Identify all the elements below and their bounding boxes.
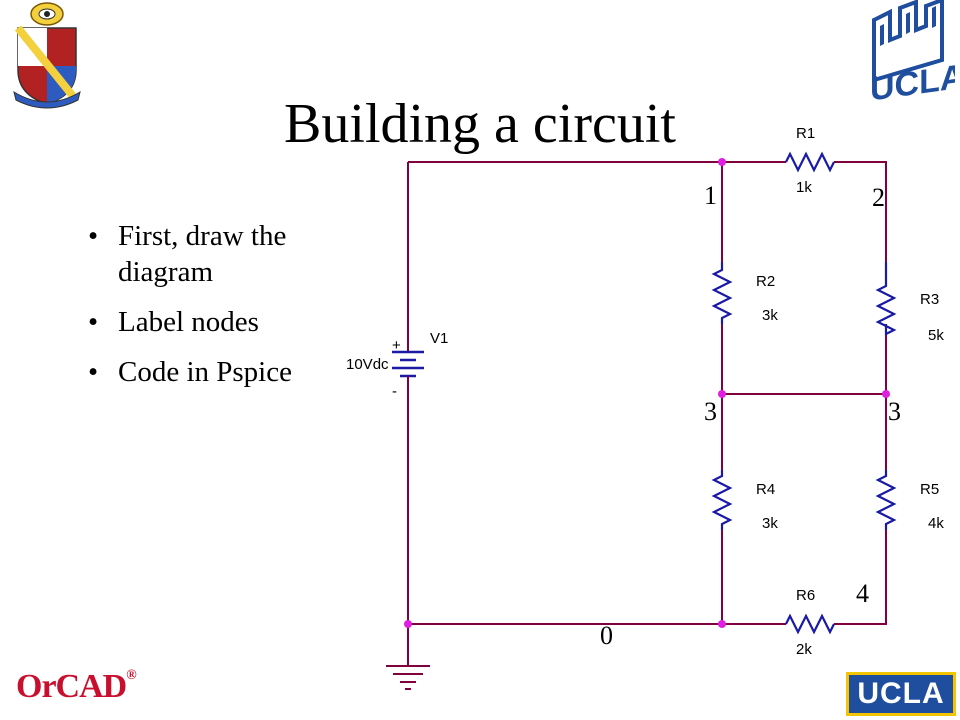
node-dot <box>404 620 412 628</box>
orcad-registered-mark: ® <box>126 668 137 683</box>
ucla-logo-bottom: UCLA <box>846 672 956 716</box>
ucla-logo-bottom-text: UCLA <box>857 677 945 710</box>
slide-title: Building a circuit <box>284 93 676 155</box>
orcad-logo: OrCAD® <box>16 668 137 706</box>
node-dot <box>718 390 726 398</box>
node-dot <box>718 158 726 166</box>
resistor-r6: R6 2k <box>778 587 846 658</box>
r5-value: 4k <box>928 515 944 532</box>
resistor-r4: R4 3k <box>711 470 778 532</box>
r3-name: R3 <box>920 291 939 308</box>
r2-value: 3k <box>762 307 778 324</box>
wire-top-r1-right <box>846 161 887 262</box>
bullet-item: •First, draw the diagram <box>88 220 287 288</box>
r1-name: R1 <box>796 125 815 142</box>
r1-value: 1k <box>796 179 812 196</box>
r3-value: 5k <box>928 327 944 344</box>
orcad-logo-text: OrCAD <box>16 668 127 705</box>
bullet-list: •First, draw the diagram •Label nodes •C… <box>82 218 342 404</box>
resistor-r3: R3 5k <box>875 262 944 344</box>
r6-value: 2k <box>796 641 812 658</box>
v1-value: 10Vdc <box>346 356 389 373</box>
node-dot <box>718 620 726 628</box>
node-label-3-right: 3 <box>888 397 901 426</box>
v1-name: V1 <box>430 330 448 347</box>
v1-plus: + <box>392 337 401 354</box>
node-label-1: 1 <box>704 181 717 210</box>
v1-minus: - <box>392 383 397 400</box>
r5-name: R5 <box>920 481 939 498</box>
r4-value: 3k <box>762 515 778 532</box>
ucla-logo-top: UCLA <box>870 0 955 109</box>
wire-r5-bottom <box>846 530 887 625</box>
node-label-0: 0 <box>600 621 613 650</box>
node-label-2: 2 <box>872 183 885 212</box>
resistor-r5: R5 4k <box>875 470 944 532</box>
node-label-3-left: 3 <box>704 397 717 426</box>
voltage-source-v1: + - V1 10Vdc <box>346 330 448 400</box>
crest-logo <box>13 2 81 109</box>
r6-name: R6 <box>796 587 815 604</box>
ground-symbol <box>386 665 430 690</box>
r4-name: R4 <box>756 481 775 498</box>
node-dot <box>882 390 890 398</box>
bullet-item: •Code in Pspice <box>88 356 292 388</box>
r2-name: R2 <box>756 273 775 290</box>
bullet-item: •Label nodes <box>88 306 259 338</box>
resistor-r2: R2 3k <box>711 262 778 324</box>
resistor-r1: R1 1k <box>778 125 846 196</box>
node-label-4: 4 <box>856 579 869 608</box>
